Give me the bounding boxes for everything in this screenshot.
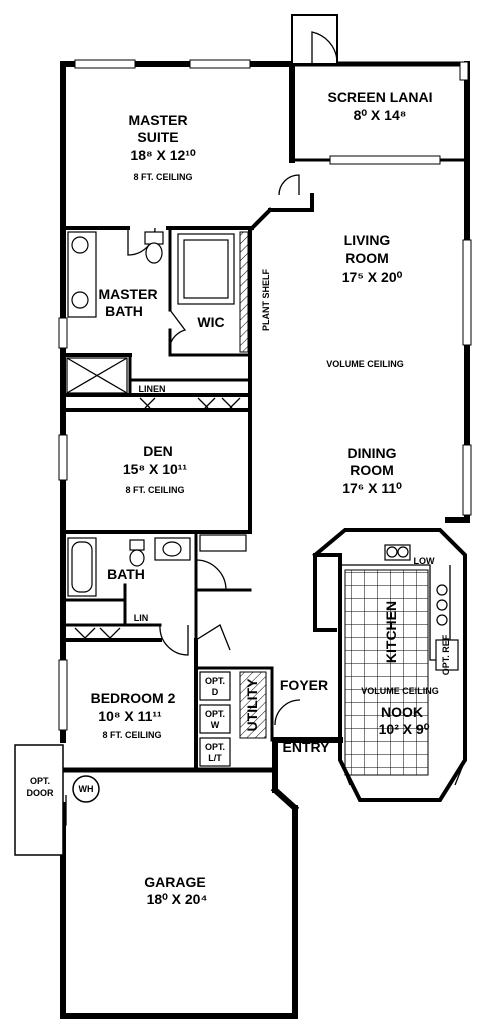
wic-label: WIC	[197, 314, 224, 330]
den-ceiling: 8 FT. CEILING	[125, 485, 184, 495]
opt-d-label: OPT.	[205, 676, 225, 686]
master-suite-label: MASTER	[128, 112, 187, 128]
windows	[58, 59, 472, 731]
bath-label: BATH	[107, 566, 145, 582]
bedroom2-label: BEDROOM 2	[91, 690, 176, 706]
nook-dims: 10² X 9⁰	[379, 721, 430, 737]
opt-lt-label-2: L/T	[208, 753, 222, 763]
lanai-door	[291, 14, 338, 65]
opt-w-label-2: W	[211, 720, 220, 730]
volume-ceiling-nook: VOLUME CEILING	[361, 686, 439, 696]
living-room-label: LIVING	[344, 232, 391, 248]
bedroom2-ceiling: 8 FT. CEILING	[102, 730, 161, 740]
kitchen-nook	[312, 528, 467, 802]
lin-label: LIN	[134, 613, 149, 623]
low-label: LOW	[414, 556, 435, 566]
master-suite-dims: 18⁸ X 12¹⁰	[130, 147, 196, 163]
opt-lt-label: OPT.	[205, 742, 225, 752]
master-suite-ceiling: 8 FT. CEILING	[133, 172, 192, 182]
linen-label: LINEN	[139, 384, 166, 394]
interior-walls	[61, 193, 314, 772]
exterior-walls	[60, 61, 470, 1019]
wh-label: WH	[79, 784, 94, 794]
garage-label: GARAGE	[144, 874, 205, 890]
screen-lanai-label: SCREEN LANAI	[327, 89, 432, 105]
foyer-label: FOYER	[280, 677, 328, 693]
den-dims: 15⁸ X 10¹¹	[123, 461, 188, 477]
living-room-dims: 17⁵ X 20⁰	[342, 269, 403, 285]
screen-lanai-dims: 8⁰ X 14⁸	[354, 107, 407, 123]
den-label: DEN	[143, 443, 173, 459]
opt-w-label: OPT.	[205, 709, 225, 719]
dining-room-dims: 17⁶ X 11⁰	[342, 480, 402, 496]
dining-room-label-2: ROOM	[350, 462, 394, 478]
room-labels: MASTER SUITE 18⁸ X 12¹⁰ 8 FT. CEILING SC…	[14, 89, 451, 907]
bedroom2-dims: 10⁸ X 11¹¹	[98, 708, 162, 724]
garage-dims: 18⁰ X 20⁴	[147, 891, 208, 907]
master-bath-label: MASTER	[98, 286, 157, 302]
master-bath-label-2: BATH	[105, 303, 143, 319]
opt-door-label: OPT.	[30, 776, 50, 786]
opt-ref-label: OPT. REF	[441, 634, 451, 675]
utility-label: UTILITY	[244, 678, 260, 732]
plant-shelf-label: PLANT SHELF	[261, 268, 271, 331]
opt-d-label-2: D	[212, 687, 219, 697]
nook-label: NOOK	[381, 704, 423, 720]
dining-room-label: DINING	[348, 445, 397, 461]
kitchen-label: KITCHEN	[383, 601, 399, 663]
entry-label: ENTRY	[283, 739, 331, 755]
fixtures	[66, 231, 267, 767]
volume-ceiling-living: VOLUME CEILING	[326, 359, 404, 369]
living-room-label-2: ROOM	[345, 250, 389, 266]
master-suite-label-2: SUITE	[137, 129, 178, 145]
opt-door-label-2: DOOR	[27, 788, 55, 798]
